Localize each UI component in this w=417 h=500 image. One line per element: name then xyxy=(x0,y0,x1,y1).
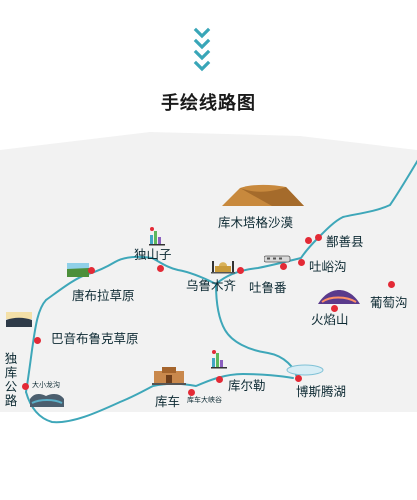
pin-turpan[interactable] xyxy=(279,262,287,270)
pin-tangbula[interactable] xyxy=(87,266,95,274)
bar-chart-icon xyxy=(149,227,165,246)
pin-grape-valley[interactable] xyxy=(387,280,395,288)
route-south xyxy=(25,373,294,424)
label-duku-road: 独库公路 xyxy=(4,351,18,408)
label-bosten-lake: 博斯腾湖 xyxy=(296,384,347,399)
label-grape-valley: 葡萄沟 xyxy=(370,295,408,310)
label-dushanzi: 独山子 xyxy=(134,247,172,262)
label-urumqi: 乌鲁木齐 xyxy=(186,278,237,293)
pin-small-dragon-gorge[interactable] xyxy=(21,382,29,390)
label-kuqa-canyon: 库车大峡谷 xyxy=(187,396,222,404)
pin-shanshan-2[interactable] xyxy=(314,233,322,241)
grassland-icon xyxy=(67,263,89,277)
route-map xyxy=(0,132,417,424)
route-urumqi-korla xyxy=(215,283,298,379)
pin-urumqi[interactable] xyxy=(236,266,244,274)
map-backdrop xyxy=(0,132,417,412)
pin-bosten-lake[interactable] xyxy=(294,374,302,382)
pin-flaming-mountains[interactable] xyxy=(330,304,338,312)
mosque-icon xyxy=(211,261,235,274)
bar-chart-icon xyxy=(211,350,227,369)
label-korla: 库尔勒 xyxy=(228,378,266,393)
pin-tuyugou[interactable] xyxy=(297,258,305,266)
pin-shanshan[interactable] xyxy=(304,236,312,244)
label-small-dragon-gorge: 大小龙沟 xyxy=(32,381,60,389)
grassland-icon xyxy=(6,312,32,327)
pin-bayanbulak[interactable] xyxy=(33,336,41,344)
lake-icon xyxy=(30,394,64,407)
pin-kuqa[interactable] xyxy=(187,388,195,396)
train-icon xyxy=(264,255,291,263)
label-tuyugou: 吐峪沟 xyxy=(309,259,347,274)
gate-building-icon xyxy=(152,367,186,385)
label-kumtag-desert: 库木塔格沙漠 xyxy=(218,215,294,230)
route-north xyxy=(25,159,417,393)
label-flaming-mountains: 火焰山 xyxy=(311,312,349,327)
label-bayanbulak: 巴音布鲁克草原 xyxy=(51,331,139,346)
label-kuqa: 库车 xyxy=(155,394,181,409)
pin-korla[interactable] xyxy=(215,375,223,383)
page-title: 手绘线路图 xyxy=(161,93,256,114)
chevron-down-icon xyxy=(193,27,211,72)
lake-icon xyxy=(286,364,324,376)
label-tangbula: 唐布拉草原 xyxy=(72,288,135,303)
desert-dune-icon xyxy=(222,184,304,206)
mountain-icon xyxy=(318,290,360,304)
label-shanshan: 鄯善县 xyxy=(326,234,364,249)
label-turpan: 吐鲁番 xyxy=(249,280,287,295)
pin-dushanzi[interactable] xyxy=(156,264,164,272)
